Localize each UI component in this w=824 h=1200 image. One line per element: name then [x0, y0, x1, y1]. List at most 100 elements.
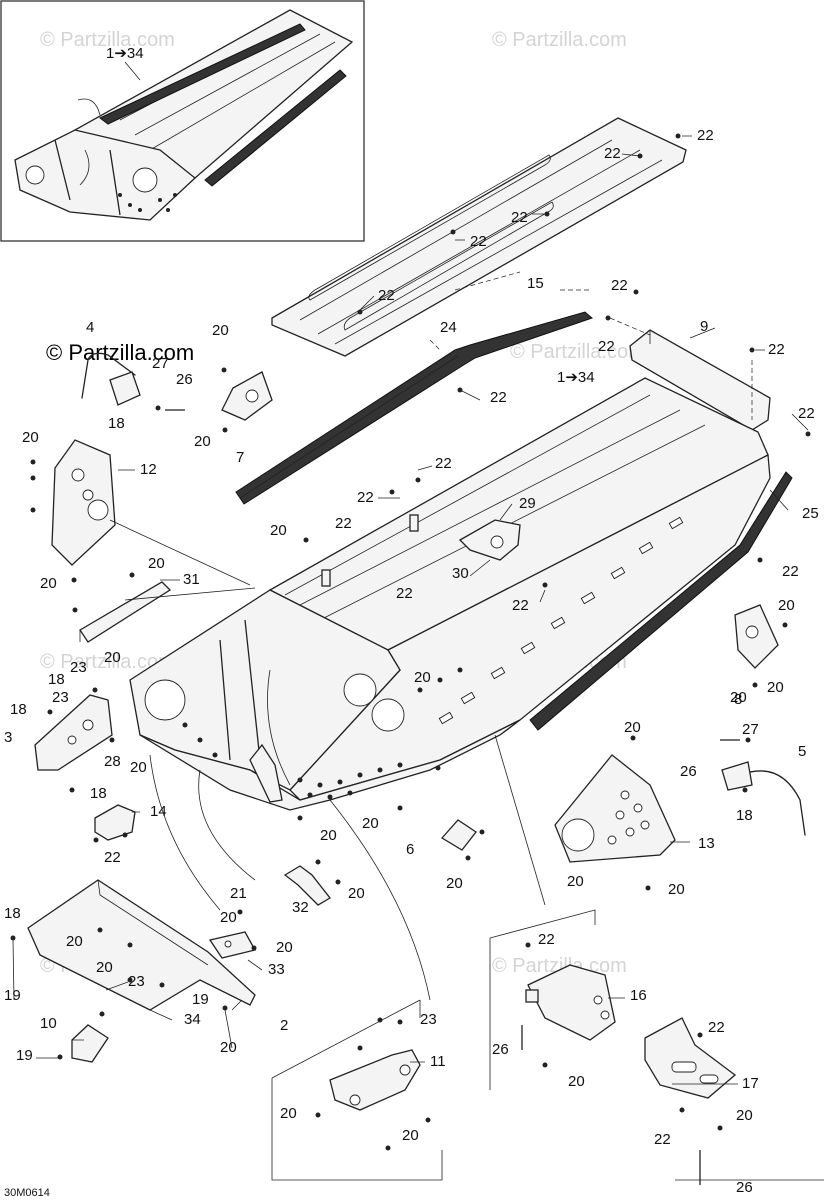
- callout-label: 22: [798, 405, 815, 422]
- callout-label: 20: [362, 815, 379, 832]
- callout-label: 19: [4, 987, 21, 1004]
- part-4-handle: [81, 352, 141, 406]
- inset-label: 1➔34: [106, 45, 144, 62]
- callout-label: 22: [396, 585, 413, 602]
- callout-label: 22: [490, 389, 507, 406]
- callout-label: 20: [194, 433, 211, 450]
- callout-label: 19: [192, 991, 209, 1008]
- callout-label: 7: [236, 449, 244, 466]
- part-7-bracket: [221, 371, 273, 421]
- callout-label: 22: [768, 341, 785, 358]
- watermark: © Partzilla.com: [40, 651, 175, 673]
- part-32-bracket: [283, 865, 331, 906]
- callout-label: 20: [414, 669, 431, 686]
- callout-label: 20: [66, 933, 83, 950]
- callout-label: 30: [452, 565, 469, 582]
- callout-label: 22: [604, 145, 621, 162]
- part-14-bracket: [94, 804, 136, 841]
- watermark: © Partzilla.com: [40, 29, 175, 51]
- callout-label: 24: [440, 319, 457, 336]
- callout-label: 22: [378, 287, 395, 304]
- callout-label: 20: [104, 649, 121, 666]
- callout-label: 18: [10, 701, 27, 718]
- callout-label: 20: [22, 429, 39, 446]
- callout-label: 20: [220, 909, 237, 926]
- callout-label: 2: [280, 1017, 288, 1034]
- overview-inset: 1➔34: [0, 0, 365, 242]
- part-8-bracket: [734, 604, 779, 669]
- part-25-rail: [529, 471, 793, 731]
- callout-label: 10: [40, 1015, 57, 1032]
- callout-label: 22: [335, 515, 352, 532]
- callout-label: 22: [512, 597, 529, 614]
- part-24-rail: [235, 311, 593, 505]
- callout-label: 18: [4, 905, 21, 922]
- callout-label: 20: [212, 322, 229, 339]
- callout-label: 22: [357, 489, 374, 506]
- part-9-bracket: [609, 317, 771, 431]
- callout-label: 20: [568, 1073, 585, 1090]
- callout-label: 20: [280, 1105, 297, 1122]
- tunnel-frame: [129, 377, 771, 811]
- callout-label: 31: [183, 571, 200, 588]
- callout-label: 22: [708, 1019, 725, 1036]
- part-6-bracket: [440, 819, 477, 851]
- callout-label: 20: [767, 679, 784, 696]
- callout-label: 26: [176, 371, 193, 388]
- callout-label: 20: [668, 881, 685, 898]
- callout-label: 3: [4, 729, 12, 746]
- callout-label: 11: [430, 1053, 446, 1070]
- callout-label: 8: [734, 691, 742, 708]
- callout-label: 22: [538, 931, 555, 948]
- watermark: © Partzilla.com: [510, 341, 645, 363]
- callout-label: 20: [736, 1107, 753, 1124]
- callout-label: 18: [108, 415, 125, 432]
- callout-label: 26: [680, 763, 697, 780]
- callout-label: 20: [402, 1127, 419, 1144]
- part-11-group: [271, 999, 443, 1181]
- callout-label: 28: [104, 753, 121, 770]
- fasteners: [10, 133, 811, 1151]
- callout-label: 20: [130, 759, 147, 776]
- bolts: [165, 409, 740, 1185]
- callout-label: 23: [420, 1011, 437, 1028]
- callout-label: 22: [782, 563, 799, 580]
- callout-label: 22: [598, 338, 615, 355]
- bumper-assembly: [27, 879, 256, 1011]
- callout-label: 20: [270, 522, 287, 539]
- callout-label: 6: [406, 841, 414, 858]
- callout-label: 22: [435, 455, 452, 472]
- callout-label: 20: [320, 827, 337, 844]
- part-13-plate: [554, 754, 676, 863]
- callout-label: 22: [611, 277, 628, 294]
- callout-label: 18: [90, 785, 107, 802]
- callout-label: 20: [730, 689, 747, 706]
- callout-label: 22: [470, 233, 487, 250]
- callout-label: 4: [86, 319, 94, 336]
- callout-label: 1➔34: [557, 369, 595, 386]
- part-15-plate: [271, 117, 687, 357]
- callout-label: 22: [104, 849, 121, 866]
- callout-label: 16: [630, 987, 647, 1004]
- callout-labels: 22 22 22 22 15 22 22 9 22 22 22 24 22 1➔…: [4, 127, 819, 1196]
- part-10-bracket: [71, 1024, 109, 1063]
- callout-label: 20: [148, 555, 165, 572]
- callout-label: 20: [567, 873, 584, 890]
- callout-label: 27: [742, 721, 759, 738]
- callout-label: 27: [152, 355, 169, 372]
- callout-label: 18: [48, 671, 65, 688]
- callout-label: 22: [511, 209, 528, 226]
- callout-label: 20: [624, 719, 641, 736]
- part-3-bracket: [34, 694, 113, 771]
- callout-label: 15: [527, 275, 544, 292]
- callout-label: 23: [52, 689, 69, 706]
- callout-label: 22: [697, 127, 714, 144]
- callout-label: 20: [446, 875, 463, 892]
- callout-label: 20: [96, 959, 113, 976]
- part-12-plate: [51, 439, 116, 566]
- callout-label: 20: [778, 597, 795, 614]
- leader-lines: [109, 289, 590, 1001]
- callout-label: 32: [292, 899, 309, 916]
- callout-label: 26: [736, 1179, 753, 1196]
- watermark: © Partzilla.com: [492, 29, 627, 51]
